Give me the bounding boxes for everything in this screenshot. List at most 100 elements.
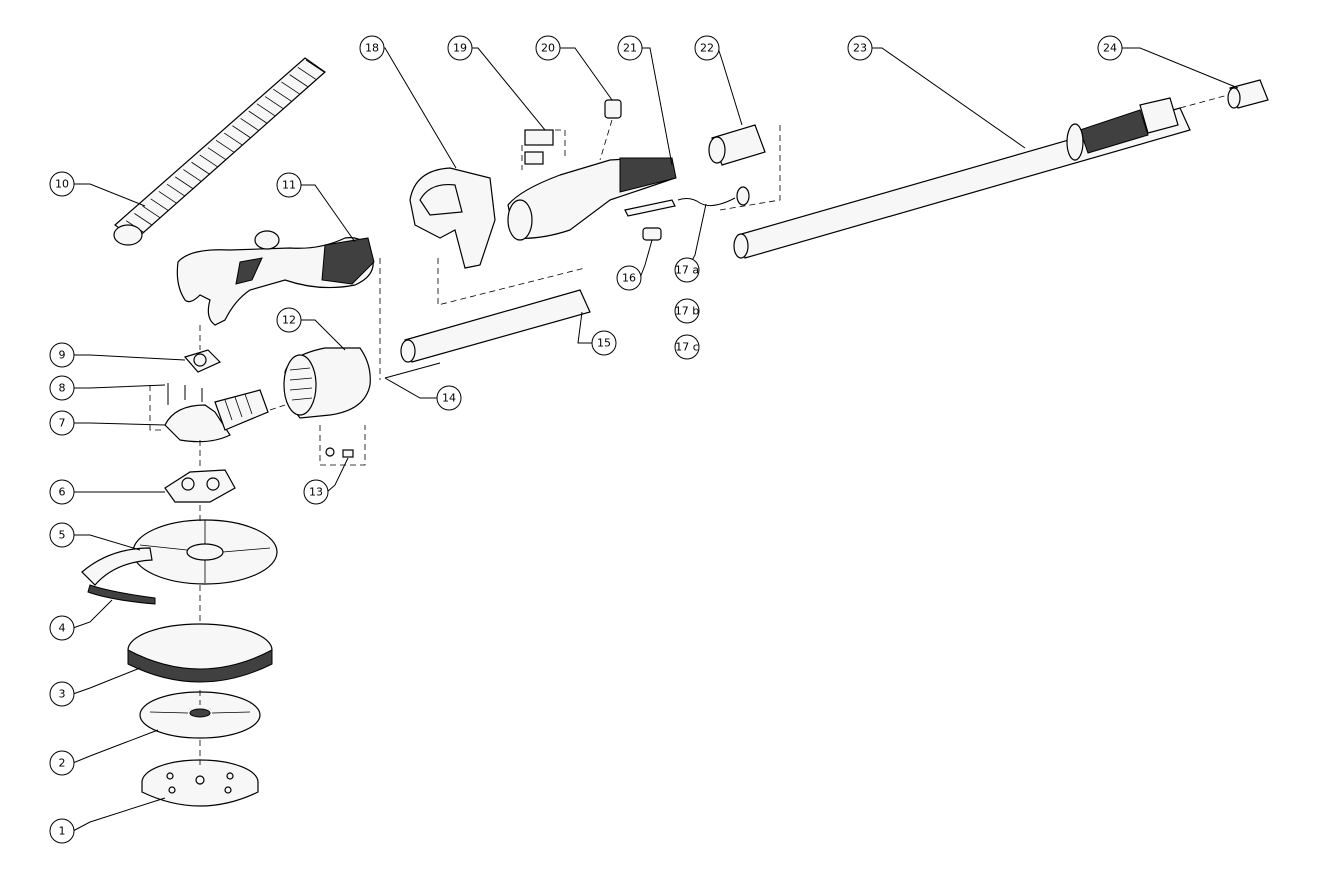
callout-circle [49, 375, 75, 401]
part-12-motor-housing [283, 347, 371, 419]
callout-number: 6 [59, 486, 66, 499]
callout-circle [49, 615, 75, 641]
part-19-switch [524, 129, 554, 165]
part-14-rod [384, 362, 441, 379]
callout-number: 18 [365, 42, 379, 55]
callout-number: 10 [55, 178, 69, 191]
callout-1: 1 [49, 818, 75, 844]
callout-number: 9 [59, 349, 66, 362]
callout-13: 13 [303, 479, 329, 505]
callout-11: 11 [276, 172, 302, 198]
part-24-end-cap [1227, 79, 1269, 109]
callout-circle [436, 385, 462, 411]
callout-circle [49, 681, 75, 707]
part-20-knob [604, 99, 622, 119]
callout-22: 22 [694, 35, 720, 61]
assembly-lines [149, 94, 1229, 765]
callout-circle [535, 35, 561, 61]
callout-circle [276, 172, 302, 198]
part-1-sanding-pad [141, 759, 259, 807]
part-5-guard [132, 519, 278, 585]
callout-10: 10 [49, 171, 75, 197]
callout-number: 19 [453, 42, 467, 55]
callout-circle [49, 171, 75, 197]
callout-circle [674, 334, 700, 360]
callout-number: 8 [59, 382, 66, 395]
part-18-bracket [409, 167, 496, 269]
callout-circle [359, 35, 385, 61]
callout-circle [276, 307, 302, 333]
callout-17-c: 17 c [674, 334, 700, 360]
part-10-hose [113, 57, 326, 246]
callout-circle [49, 522, 75, 548]
part-16-cap [642, 227, 662, 241]
callout-6: 6 [49, 479, 75, 505]
callout-5: 5 [49, 522, 75, 548]
callout-number: 21 [623, 42, 637, 55]
callout-number: 7 [59, 417, 66, 430]
callout-17-b: 17 b [674, 298, 700, 324]
callout-4: 4 [49, 615, 75, 641]
callout-number: 13 [309, 486, 323, 499]
callout-number: 4 [59, 622, 66, 635]
callout-20: 20 [535, 35, 561, 61]
callout-circle [49, 750, 75, 776]
callout-number: 16 [622, 272, 636, 285]
part-4-brush-segment [81, 547, 156, 605]
callout-number: 2 [59, 757, 66, 770]
part-6-gear-head [164, 469, 236, 503]
callout-3: 3 [49, 681, 75, 707]
part-2-backing-plate [139, 691, 261, 739]
callout-circle [674, 257, 700, 283]
callout-18: 18 [359, 35, 385, 61]
part-17-cable [624, 186, 750, 217]
part-21-main-handle [507, 157, 677, 241]
callout-circle [591, 330, 617, 356]
part-3-brush-ring [127, 623, 273, 683]
callout-circle [447, 35, 473, 61]
callout-7: 7 [49, 410, 75, 436]
callout-number: 1 [59, 825, 66, 838]
callout-16: 16 [616, 265, 642, 291]
callout-circle [49, 410, 75, 436]
part-23-extension-tube [733, 97, 1191, 259]
callout-21: 21 [617, 35, 643, 61]
callout-circle [674, 298, 700, 324]
callout-number: 5 [59, 529, 66, 542]
part-7-armature [164, 389, 269, 443]
callout-circle [616, 265, 642, 291]
callout-9: 9 [49, 342, 75, 368]
callout-number: 17 c [675, 341, 699, 354]
callout-circle [617, 35, 643, 61]
callout-15: 15 [591, 330, 617, 356]
callout-circle [847, 35, 873, 61]
callout-number: 15 [597, 337, 611, 350]
callout-circle [49, 818, 75, 844]
callout-number: 24 [1103, 42, 1117, 55]
callout-number: 23 [853, 42, 867, 55]
callout-14: 14 [436, 385, 462, 411]
part-15-tube [400, 289, 591, 363]
part-22-strain-relief [708, 124, 766, 166]
callout-circle [49, 342, 75, 368]
callout-circle [49, 479, 75, 505]
callout-circle [303, 479, 329, 505]
leader-lines [72, 47, 1239, 832]
callout-23: 23 [847, 35, 873, 61]
callout-number: 22 [700, 42, 714, 55]
callout-2: 2 [49, 750, 75, 776]
part-drawings [81, 57, 1269, 807]
part-11-handle [176, 230, 375, 326]
callout-8: 8 [49, 375, 75, 401]
part-9-bearing [183, 349, 222, 373]
callout-circle [694, 35, 720, 61]
callout-number: 17 a [675, 264, 699, 277]
part-8-screws [167, 383, 203, 405]
part-13-brushes [325, 447, 354, 458]
callout-number: 14 [442, 392, 456, 405]
callout-number: 12 [282, 314, 296, 327]
callout-number: 3 [59, 688, 66, 701]
callout-19: 19 [447, 35, 473, 61]
